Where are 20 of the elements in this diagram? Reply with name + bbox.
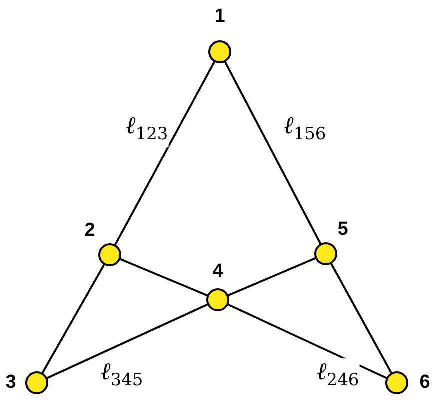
line bbox=[46, 304, 208, 380]
vertex-number: 5 bbox=[338, 220, 348, 240]
line bbox=[224, 61, 322, 245]
line bbox=[114, 61, 216, 246]
vertex-number: 4 bbox=[212, 262, 224, 282]
vertex-circle bbox=[98, 243, 122, 267]
vertex-number: 6 bbox=[420, 373, 430, 393]
vertex-circle bbox=[314, 242, 338, 266]
vertex-number: 3 bbox=[6, 373, 16, 393]
vertex-circle bbox=[206, 288, 230, 312]
line bbox=[42, 264, 106, 374]
vertex-circle bbox=[385, 371, 409, 395]
vertex-number: 1 bbox=[214, 7, 226, 27]
line bbox=[228, 304, 388, 380]
vertex-circle bbox=[25, 371, 49, 395]
line bbox=[330, 263, 393, 374]
vertex-number: 2 bbox=[84, 221, 96, 241]
line bbox=[228, 257, 316, 297]
line bbox=[120, 258, 208, 297]
vertex-circle bbox=[208, 40, 232, 64]
